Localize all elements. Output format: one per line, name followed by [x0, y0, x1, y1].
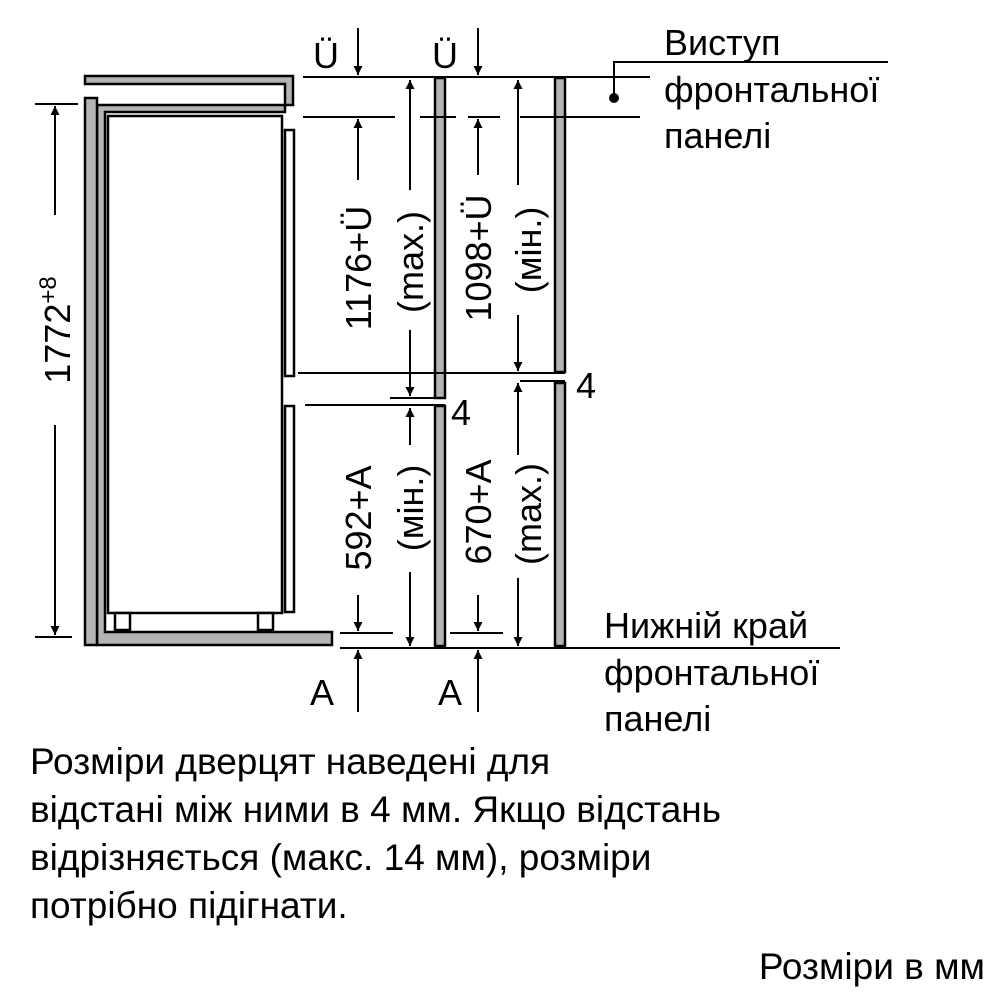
top-offset-label: Ü: [313, 35, 339, 76]
callout-leader: [613, 61, 888, 97]
note-line: Розміри дверцят наведені для: [30, 741, 551, 782]
upper-door-max-label: 1176+Ü: [338, 206, 379, 330]
gap-label: 4: [576, 365, 596, 406]
front-panel-lower-1: [433, 404, 447, 648]
overall-height-label: 1772+8: [35, 276, 78, 383]
callout-dot: [609, 93, 619, 103]
front-panel-lower-2: [553, 381, 567, 648]
top-offset-label: Ü: [432, 35, 458, 76]
lower-door-max-label: 670+A: [458, 459, 499, 564]
cabinet-left-wall: [83, 96, 99, 647]
units-label: Розміри в мм: [758, 946, 985, 987]
callout-top-text: фронтальної: [664, 69, 879, 110]
note-line: відрізняється (макс. 14 мм), розміри: [30, 837, 652, 878]
upper-door-min-note: (мін.): [508, 207, 549, 294]
lower-door-min-label: 592+A: [338, 465, 379, 570]
lower-door-min-note: (мін.): [390, 465, 431, 552]
note-line: потрібно підігнати.: [30, 885, 348, 926]
appliance-foot: [256, 611, 275, 632]
callout-bottom-text: фронтальної: [604, 652, 819, 693]
gap-label: 4: [451, 392, 471, 433]
callout-top-text: панелі: [664, 115, 771, 156]
bottom-offset-label: A: [438, 672, 462, 713]
callout-bottom-text: панелі: [604, 698, 711, 739]
front-panel-upper-2: [553, 76, 567, 374]
note-line: відстані між ними в 4 мм. Якщо відстань: [30, 789, 721, 830]
bottom-offset-label: A: [310, 672, 334, 713]
upper-door-min-label: 1098+Ü: [458, 194, 499, 321]
callout-top-text: Виступ: [664, 22, 781, 63]
appliance-foot: [113, 611, 132, 632]
upper-door-max-note: (max.): [390, 211, 431, 313]
appliance-upper-door: [283, 128, 296, 378]
front-panel-upper-1: [433, 76, 447, 400]
appliance-lower-door: [283, 404, 296, 614]
cabinet-top-shelf: [83, 74, 334, 647]
door-size-note: Розміри дверцят наведені для відстані мі…: [30, 738, 990, 930]
callout-bottom-text: Нижній край: [604, 605, 808, 646]
lower-door-max-note: (max.): [508, 463, 549, 565]
appliance-body: [106, 114, 284, 615]
